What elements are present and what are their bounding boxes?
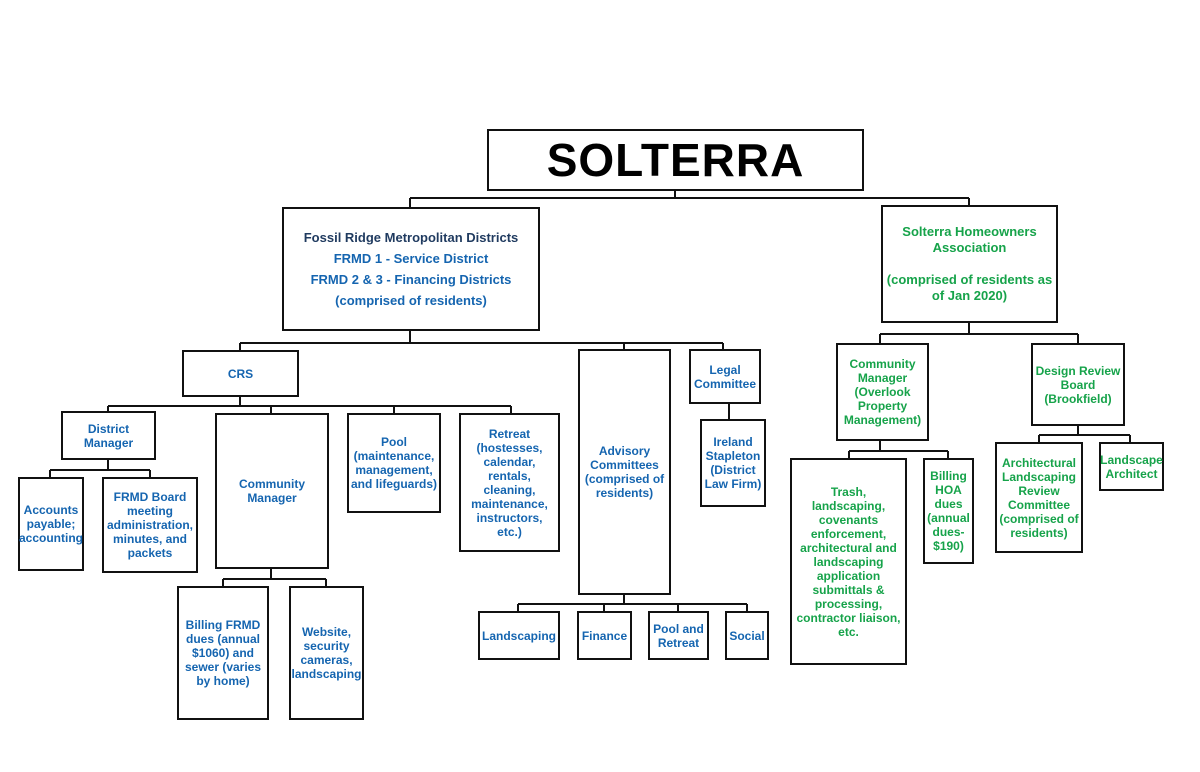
legal-committee-label: Legal Committee [693, 362, 756, 391]
design-review-board-label: Design Review Board (Brookfield) [1035, 363, 1121, 406]
billing-hoa-box: Billing HOA dues (annual dues- $190) [923, 458, 974, 564]
legal-committee-box: Legal Committee [689, 349, 761, 404]
connector [49, 459, 151, 478]
crs-label: CRS [227, 366, 254, 381]
community-manager-crs-label: Community Manager [239, 477, 305, 505]
pool-label: Pool (maintenance, management, and lifeg… [351, 435, 438, 491]
solterra-title-box: SOLTERRA [487, 129, 864, 191]
billing-hoa-label: Billing HOA dues (annual dues- $190) [927, 469, 970, 553]
retreat-box: Retreat (hostesses, calendar, rentals, c… [459, 413, 560, 552]
architectural-committee-label: Architectural Landscaping Review Committ… [999, 455, 1079, 540]
pool-retreat-label: Pool and Retreat [653, 621, 704, 650]
finance-box: Finance [577, 611, 632, 660]
connector [517, 594, 748, 612]
frmd-line-3: FRMD 2 & 3 - Financing Districts [310, 272, 512, 287]
hoa-community-manager-label: Community Manager (Overlook Property Man… [843, 357, 922, 427]
landscaping-box: Landscaping [478, 611, 560, 660]
district-manager-box: District Manager [61, 411, 156, 460]
trash-landscaping-box: Trash, landscaping, covenants enforcemen… [790, 458, 907, 665]
connector [1038, 425, 1131, 443]
frmd-board-label: FRMD Board meeting administration, minut… [106, 490, 193, 560]
ireland-stapleton-box: Ireland Stapleton (District Law Firm) [700, 419, 766, 507]
frmd-line-2: FRMD 1 - Service District [333, 251, 489, 266]
billing-frmd-box: Billing FRMD dues (annual $1060) and sew… [177, 586, 269, 720]
website-box: Website, security cameras, landscaping [289, 586, 364, 720]
frmd-box: Fossil Ridge Metropolitan Districts FRMD… [282, 207, 540, 331]
district-manager-label: District Manager [83, 421, 134, 450]
trash-landscaping-label: Trash, landscaping, covenants enforcemen… [796, 484, 901, 639]
frmd-line-1: Fossil Ridge Metropolitan Districts [303, 230, 519, 245]
social-label: Social [729, 628, 765, 643]
retreat-label: Retreat (hostesses, calendar, rentals, c… [471, 426, 548, 539]
billing-frmd-label: Billing FRMD dues (annual $1060) and sew… [184, 618, 262, 688]
social-box: Social [725, 611, 769, 660]
solterra-title: SOLTERRA [546, 134, 805, 186]
connector [239, 330, 724, 351]
connector [409, 190, 970, 208]
connector [107, 396, 512, 414]
accounts-payable-box: Accounts payable; accounting [18, 477, 84, 571]
design-review-board-box: Design Review Board (Brookfield) [1031, 343, 1125, 426]
architectural-committee-box: Architectural Landscaping Review Committ… [995, 442, 1083, 553]
ireland-stapleton-label: Ireland Stapleton (District Law Firm) [704, 435, 762, 491]
hoa-community-manager-box: Community Manager (Overlook Property Man… [836, 343, 929, 441]
hoa-box: Solterra Homeowners Association (compris… [881, 205, 1058, 323]
landscape-architect-box: Landscape Architect [1099, 442, 1164, 491]
crs-box: CRS [182, 350, 299, 397]
accounts-payable-label: Accounts payable; accounting [19, 503, 84, 545]
frmd-line-4: (comprised of residents) [335, 293, 487, 308]
pool-retreat-box: Pool and Retreat [648, 611, 709, 660]
landscaping-label: Landscaping [482, 628, 557, 643]
community-manager-crs-box: Community Manager [215, 413, 329, 569]
frmd-board-box: FRMD Board meeting administration, minut… [102, 477, 198, 573]
landscape-architect-label: Landscape Architect [1100, 452, 1163, 481]
website-label: Website, security cameras, landscaping [291, 625, 362, 681]
advisory-committees-label: Advisory Committees (comprised of reside… [584, 444, 665, 500]
connector [848, 440, 949, 459]
finance-label: Finance [581, 628, 628, 643]
connector [879, 322, 1079, 344]
hoa-label: Solterra Homeowners Association (compris… [886, 224, 1053, 303]
advisory-committees-box: Advisory Committees (comprised of reside… [578, 349, 671, 595]
pool-box: Pool (maintenance, management, and lifeg… [347, 413, 441, 513]
connector [222, 568, 327, 587]
